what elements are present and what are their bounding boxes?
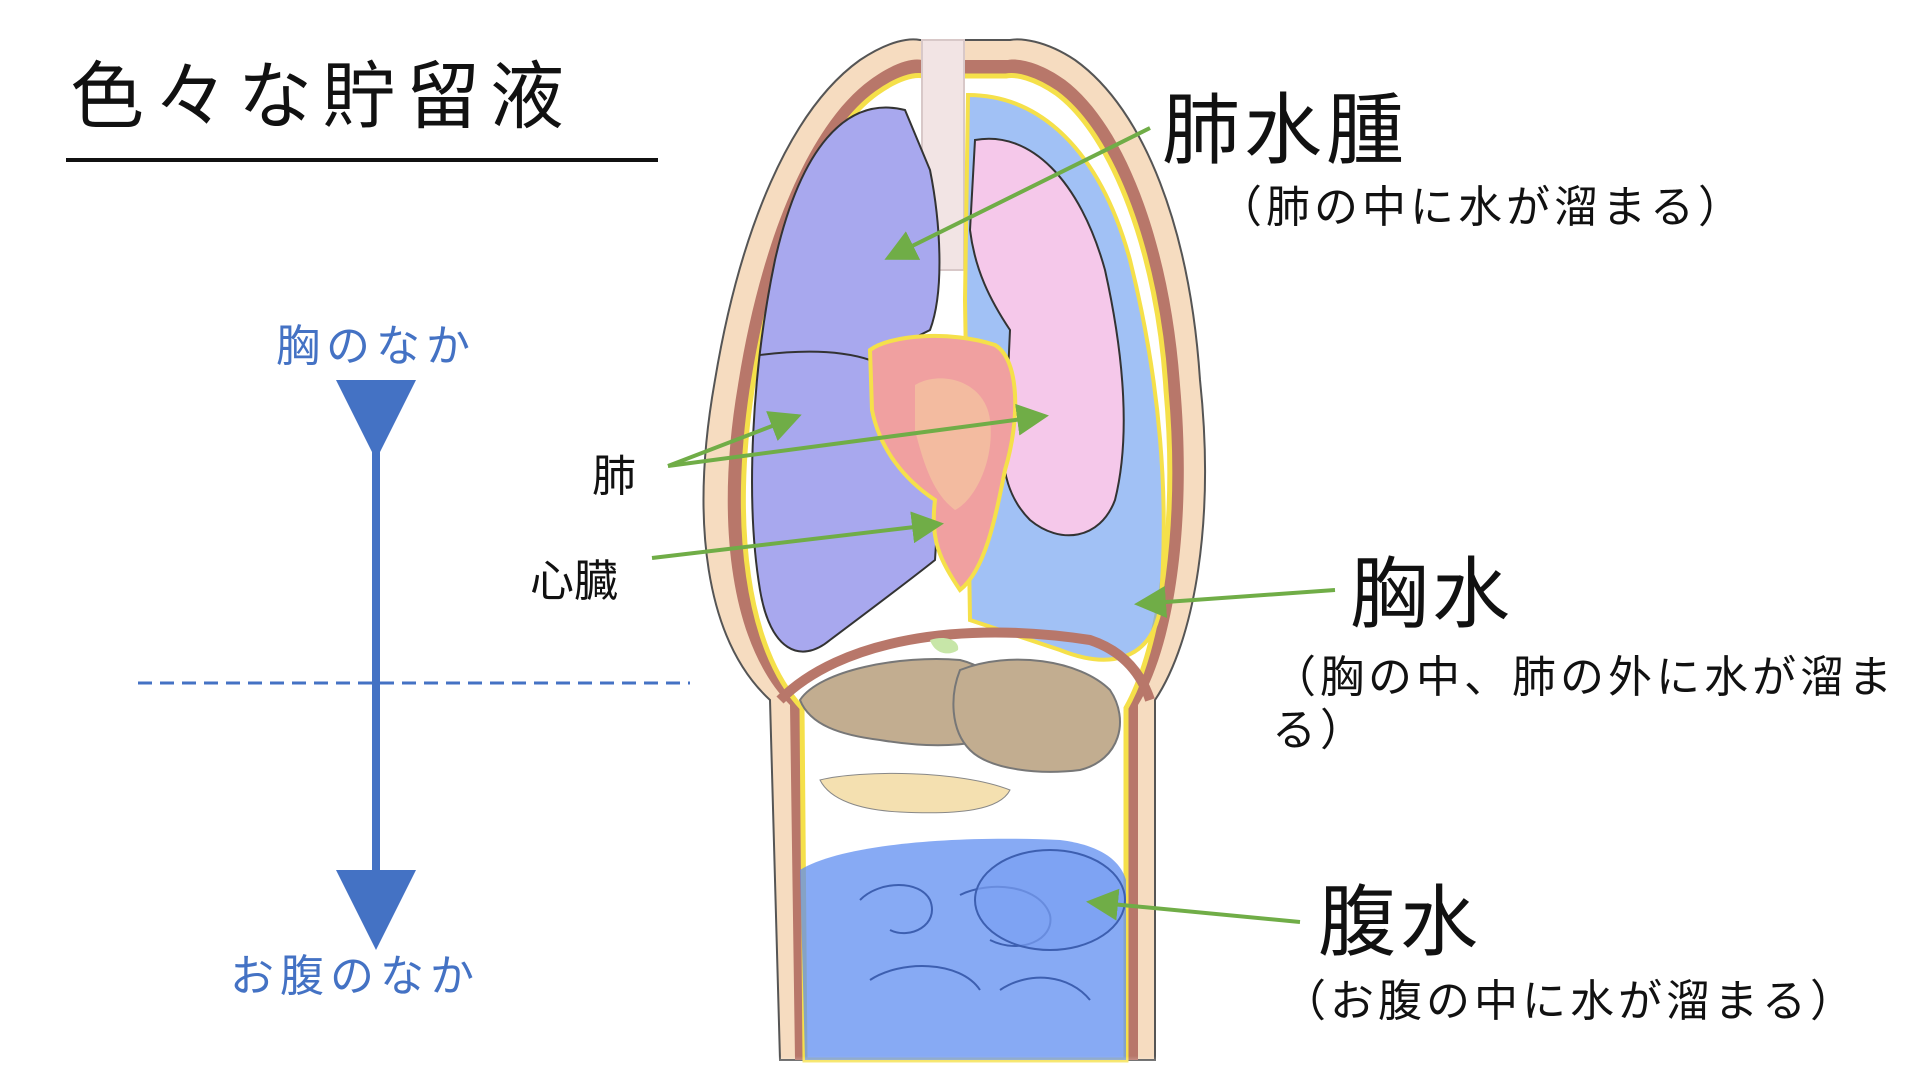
abdomen-region-label: お腹のなか (230, 951, 480, 1002)
pleural-effusion-title: 胸水 (1350, 550, 1515, 640)
pulmonary-edema-title: 肺水腫 (1162, 86, 1409, 176)
arrow-lung-left (667, 411, 802, 468)
arrow-lung-right (667, 403, 1049, 468)
pulmonary-edema-description: （肺の中に水が溜まる） (1218, 182, 1746, 233)
ascites-title: 腹水 (1318, 878, 1483, 968)
arrow-heart (651, 511, 944, 560)
heart-label: 心臓 (530, 556, 618, 607)
ascites-description: （お腹の中に水が溜まる） (1282, 976, 1858, 1027)
pleural-effusion-description: （胸の中、肺の外に水が溜まる） (1272, 652, 1896, 756)
arrow-ascites (1086, 888, 1301, 924)
arrow-pulmonary-edema (884, 126, 1151, 260)
stomach (952, 658, 1121, 773)
arrow-pleural-effusion (1134, 586, 1336, 618)
pancreas (819, 772, 1011, 814)
diaphragm (776, 627, 1155, 704)
chest-region-label: 胸のなか (276, 321, 476, 372)
page-title: 色々な貯留液 (70, 54, 574, 140)
heart-inner (915, 378, 991, 510)
trachea (921, 39, 965, 271)
lung-left-lobe-line (759, 350, 871, 361)
title-underline (66, 158, 658, 162)
gallbladder (930, 638, 959, 654)
lung-label: 肺 (592, 451, 636, 502)
